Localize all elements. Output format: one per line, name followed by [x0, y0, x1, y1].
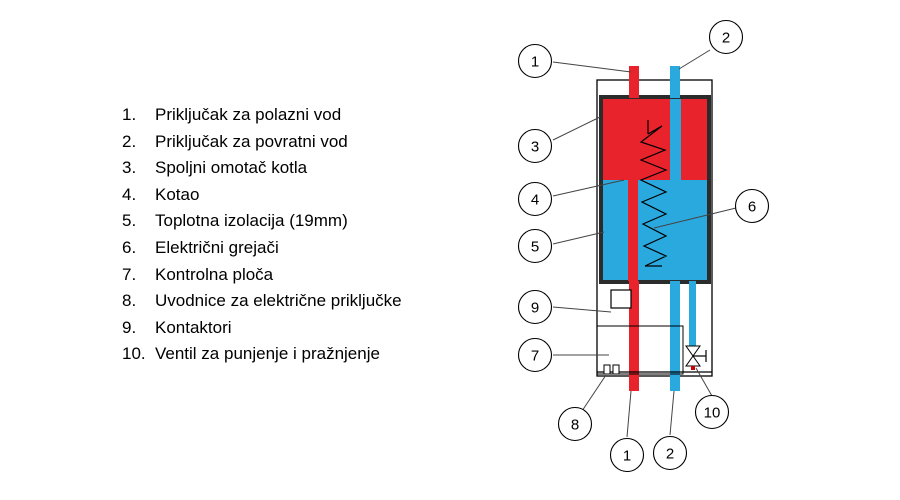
legend-number: 6.	[122, 237, 137, 257]
legend-item: 3. Spoljni omotač kotla	[122, 155, 402, 182]
callout-return-top: 2	[722, 30, 730, 47]
boiler-wall	[599, 95, 711, 284]
legend-item: 2. Priključak za povratni vod	[122, 129, 402, 156]
legend-number: 10.	[122, 344, 146, 364]
leader-return-bottom	[669, 390, 675, 436]
legend-number: 5.	[122, 211, 137, 231]
callout-circle	[517, 128, 553, 164]
callout-valve: 10	[704, 405, 721, 422]
legend-label: Uvodnice za električne priključke	[155, 291, 402, 311]
heater-coil	[639, 125, 668, 267]
callout-supply-bottom: 1	[623, 448, 631, 465]
legend-number: 3.	[122, 158, 137, 178]
legend-label: Toplotna izolacija (19mm)	[155, 211, 348, 231]
legend-number: 2.	[122, 131, 137, 151]
legend-list: 1. Priključak za polazni vod 2. Priključak…	[122, 102, 402, 368]
callout-control-panel: 7	[531, 348, 539, 365]
return-riser	[670, 99, 681, 181]
legend-label: Kotao	[155, 184, 200, 204]
callout-return-bottom: 2	[666, 446, 674, 463]
supply-pipe-inner	[628, 99, 638, 281]
legend-item: 10. Ventil za punjenje i pražnjenje	[122, 341, 402, 368]
callout-insulation: 5	[531, 239, 539, 256]
leader-return-top	[678, 49, 711, 70]
callout-circle	[609, 437, 645, 473]
callout-circle	[652, 435, 688, 471]
leader-cable-glands	[581, 374, 607, 412]
leader-boiler	[552, 179, 625, 197]
legend-label: Električni grejači	[155, 237, 279, 257]
legend-item: 8. Uvodnice za električne priključke	[122, 288, 402, 315]
legend-item: 7. Kontrolna ploča	[122, 262, 402, 289]
legend-label: Spoljni omotač kotla	[155, 158, 308, 178]
callout-circle	[517, 289, 553, 325]
legend-item: 9. Kontaktori	[122, 315, 402, 342]
legend-number: 7.	[122, 264, 137, 284]
cable-gland-right	[612, 364, 620, 375]
callout-supply-top: 1	[531, 54, 539, 71]
callout-circles	[517, 19, 770, 473]
legend-number: 8.	[122, 291, 137, 311]
supply-pipe-top	[629, 66, 639, 98]
leader-valve	[695, 367, 713, 397]
leader-heaters	[653, 207, 737, 229]
legend-number: 1.	[122, 105, 137, 124]
supply-pipe-bottom	[629, 281, 639, 391]
legend-label: Kontrolna ploča	[155, 264, 274, 284]
callout-boiler: 4	[531, 192, 539, 209]
legend-item: 6. Električni grejači	[122, 235, 402, 262]
leader-outer-casing	[552, 116, 601, 141]
legend-label: Priključak za povratni vod	[155, 131, 348, 151]
callout-circle	[517, 228, 553, 264]
legend-label: Priključak za polazni vod	[155, 105, 342, 124]
callout-circle	[708, 19, 744, 55]
cable-gland-left	[603, 364, 611, 375]
return-pipe-top	[670, 66, 680, 98]
legend-label: Kontaktori	[155, 317, 232, 337]
leader-insulation	[552, 231, 605, 245]
legend-number: 9.	[122, 317, 137, 337]
callout-circle	[557, 406, 593, 442]
callout-circle	[517, 181, 553, 217]
leader-supply-bottom	[626, 390, 632, 438]
control-panel-box	[596, 325, 684, 375]
leader-supply-top	[552, 61, 632, 73]
leader-contactors	[552, 306, 612, 313]
callout-outer-casing: 3	[531, 139, 539, 156]
legend-label: Ventil za punjenje i pražnjenje	[155, 344, 380, 364]
callout-cable-glands: 8	[571, 417, 579, 434]
valve-body	[685, 345, 701, 357]
callout-contactors: 9	[531, 300, 539, 317]
contactor-box	[610, 289, 632, 309]
callout-circle	[734, 188, 770, 224]
callout-leaders	[552, 49, 737, 438]
legend-number: 4.	[122, 184, 137, 204]
drain-pipe	[689, 281, 696, 347]
legend-item: 4. Kotao	[122, 182, 402, 209]
legend-item: 5. Toplotna izolacija (19mm)	[122, 208, 402, 235]
callout-circle	[517, 43, 553, 79]
callout-circle	[517, 337, 553, 373]
legend-item: 1. Priključak za polazni vod	[122, 102, 402, 129]
callout-circle	[694, 394, 730, 430]
boiler-hot-zone	[602, 98, 708, 180]
return-pipe-bottom	[670, 281, 680, 391]
valve-tip	[691, 366, 695, 370]
callout-heaters: 6	[748, 199, 756, 216]
